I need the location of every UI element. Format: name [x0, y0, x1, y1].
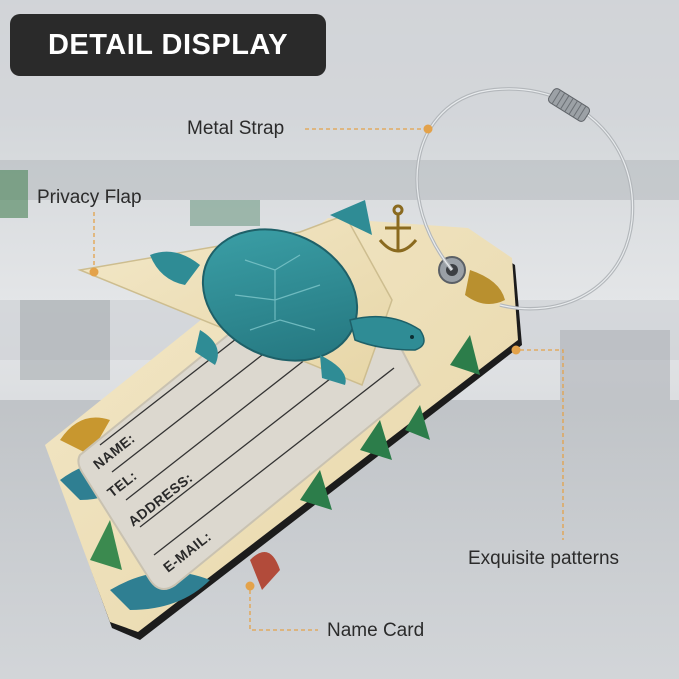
badge-title: DETAIL DISPLAY [47, 28, 289, 61]
callout-metal-strap: Metal Strap [187, 118, 285, 139]
turtle-icon [150, 228, 425, 385]
anchor-icon [378, 204, 418, 253]
callout-leaders [93, 128, 564, 631]
callout-exquisite-patterns: Exquisite patterns [468, 548, 620, 569]
metal-strap [415, 87, 635, 311]
screw-lock [547, 88, 591, 122]
privacy-flap [77, 200, 425, 386]
callout-name-card: Name Card [327, 620, 425, 641]
callout-privacy-flap: Privacy Flap [37, 187, 142, 208]
callout-dots [89, 124, 521, 591]
detail-display-badge: DETAIL DISPLAY [10, 14, 326, 76]
